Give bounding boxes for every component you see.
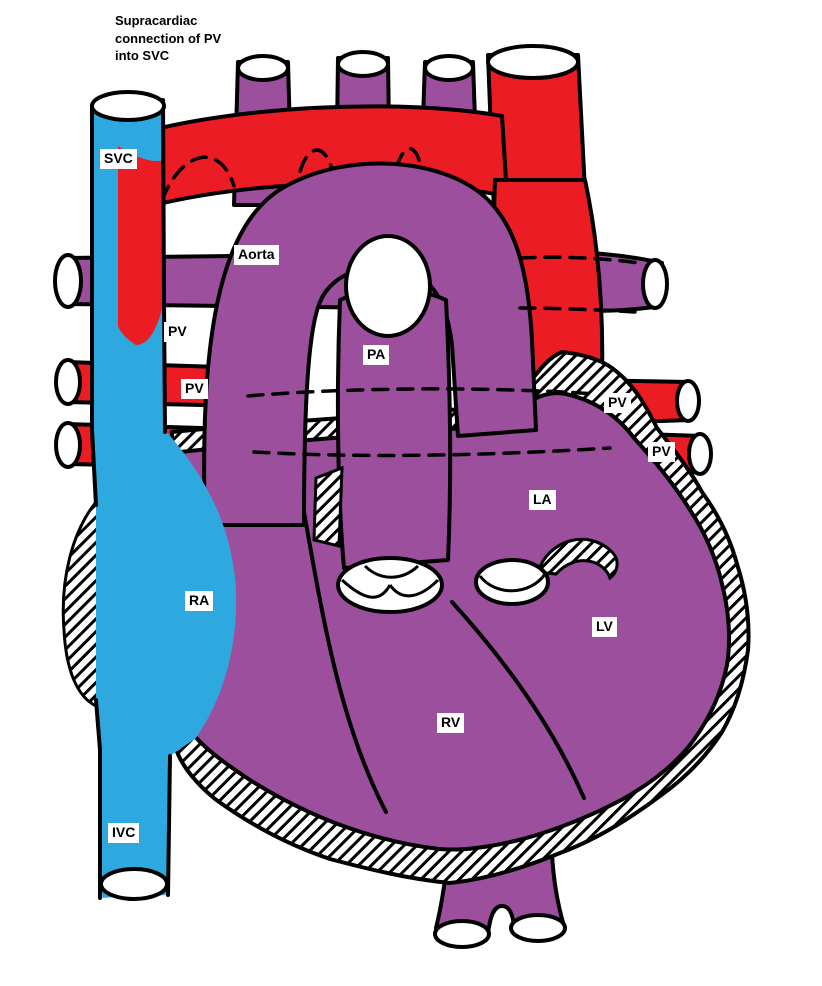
pulmonary-valve — [336, 556, 444, 614]
label-la: LA — [529, 490, 556, 510]
label-pv-left-1: PV — [164, 322, 191, 342]
aortic-valve — [474, 558, 550, 606]
aorta-arch — [202, 161, 538, 527]
left-outer-wall-hatched — [61, 499, 102, 708]
svc-ra-ivc-blue — [90, 90, 237, 901]
label-pa: PA — [363, 345, 390, 365]
diagram-title: Supracardiac connection of PV into SVC — [115, 13, 222, 64]
svc-red-mixing-stream — [118, 146, 164, 345]
label-pv-left-2: PV — [181, 379, 208, 399]
label-rv: RV — [437, 713, 465, 733]
label-aorta: Aorta — [234, 245, 279, 265]
arch-window — [344, 234, 432, 338]
label-svc: SVC — [100, 149, 137, 169]
label-lv: LV — [592, 617, 617, 637]
label-ra: RA — [185, 591, 214, 611]
hidden-confluence-dashed-lines — [246, 255, 646, 458]
label-pv-right-2: PV — [648, 442, 675, 462]
label-pv-right-1: PV — [604, 393, 631, 413]
label-ivc: IVC — [108, 823, 140, 843]
